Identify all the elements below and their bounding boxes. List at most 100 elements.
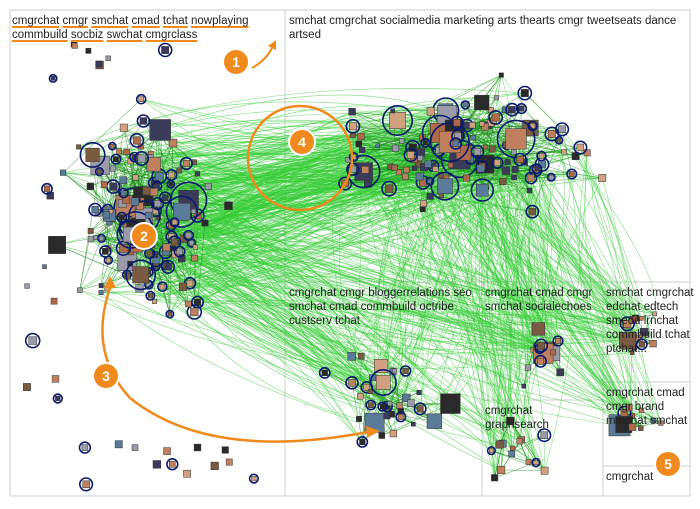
edge xyxy=(162,286,633,417)
node xyxy=(426,107,435,116)
node xyxy=(114,440,123,449)
self-loop xyxy=(413,402,427,416)
self-loop xyxy=(118,187,129,199)
edge xyxy=(521,139,552,351)
node xyxy=(462,102,468,108)
node xyxy=(116,148,122,155)
node xyxy=(387,400,393,406)
edge xyxy=(189,282,371,406)
self-loop xyxy=(533,354,547,368)
node xyxy=(649,340,657,348)
node xyxy=(85,47,92,54)
self-loop xyxy=(381,105,413,137)
self-loop xyxy=(186,238,197,248)
edge xyxy=(502,133,553,182)
node xyxy=(420,200,427,207)
node xyxy=(389,112,406,129)
edge xyxy=(640,410,642,429)
edge xyxy=(422,209,633,428)
node xyxy=(489,448,494,454)
self-loop xyxy=(179,156,193,171)
node xyxy=(524,364,531,371)
edge xyxy=(641,410,661,424)
edge xyxy=(502,177,603,444)
self-loop xyxy=(496,119,536,159)
node xyxy=(511,149,517,155)
self-loop xyxy=(486,446,497,456)
node xyxy=(105,257,111,263)
edge xyxy=(510,420,545,471)
node xyxy=(188,240,194,246)
edge xyxy=(507,162,534,350)
self-loop xyxy=(377,401,388,412)
edge xyxy=(575,155,657,314)
node xyxy=(349,122,357,131)
node xyxy=(481,123,489,131)
node xyxy=(97,169,102,174)
node xyxy=(426,413,443,429)
node xyxy=(383,412,391,420)
node xyxy=(347,352,356,361)
node xyxy=(55,395,61,402)
node xyxy=(476,164,485,173)
node xyxy=(357,352,365,360)
node xyxy=(537,357,544,365)
self-loop xyxy=(165,309,175,319)
cluster-panel xyxy=(602,465,691,497)
self-loop xyxy=(460,100,471,110)
edge xyxy=(494,444,500,478)
node xyxy=(93,235,98,240)
self-loop xyxy=(165,195,199,228)
node xyxy=(547,130,556,138)
edge xyxy=(429,181,625,414)
node xyxy=(168,460,176,468)
node xyxy=(568,171,575,177)
node xyxy=(473,148,482,156)
self-loop xyxy=(136,114,151,128)
self-loop xyxy=(24,332,41,349)
edge xyxy=(56,244,128,276)
edge xyxy=(352,169,513,449)
node xyxy=(396,402,403,409)
self-loop xyxy=(186,304,203,320)
node xyxy=(375,375,391,390)
node xyxy=(482,144,488,150)
node xyxy=(109,182,118,191)
node xyxy=(531,322,545,336)
cluster-panel xyxy=(481,399,604,497)
edge xyxy=(204,222,633,417)
node xyxy=(163,447,171,455)
node xyxy=(469,121,476,129)
self-loop xyxy=(491,156,504,170)
cluster-1-word: cmad xyxy=(131,15,160,27)
node xyxy=(505,128,527,150)
node xyxy=(537,341,545,350)
edge xyxy=(466,178,627,339)
node xyxy=(384,184,394,193)
self-loop xyxy=(169,217,180,228)
node xyxy=(555,338,562,344)
node xyxy=(576,143,585,152)
self-loop xyxy=(116,211,128,223)
cluster-7-label: cmgrchat graphsearch xyxy=(485,405,549,431)
edge xyxy=(344,120,398,184)
node xyxy=(652,311,657,317)
arrow-3 xyxy=(101,287,369,443)
edge xyxy=(188,137,423,305)
self-loop xyxy=(552,335,564,347)
node xyxy=(42,264,47,269)
node xyxy=(417,155,424,161)
edge xyxy=(101,142,426,287)
node xyxy=(50,297,58,305)
edge xyxy=(181,211,512,455)
node xyxy=(146,250,153,257)
edge xyxy=(460,135,511,422)
node xyxy=(538,153,545,159)
edge xyxy=(523,367,529,387)
edge xyxy=(141,200,524,387)
node xyxy=(145,211,152,219)
node xyxy=(147,293,153,299)
node xyxy=(432,166,439,172)
node xyxy=(43,185,51,192)
self-loop xyxy=(160,259,176,274)
